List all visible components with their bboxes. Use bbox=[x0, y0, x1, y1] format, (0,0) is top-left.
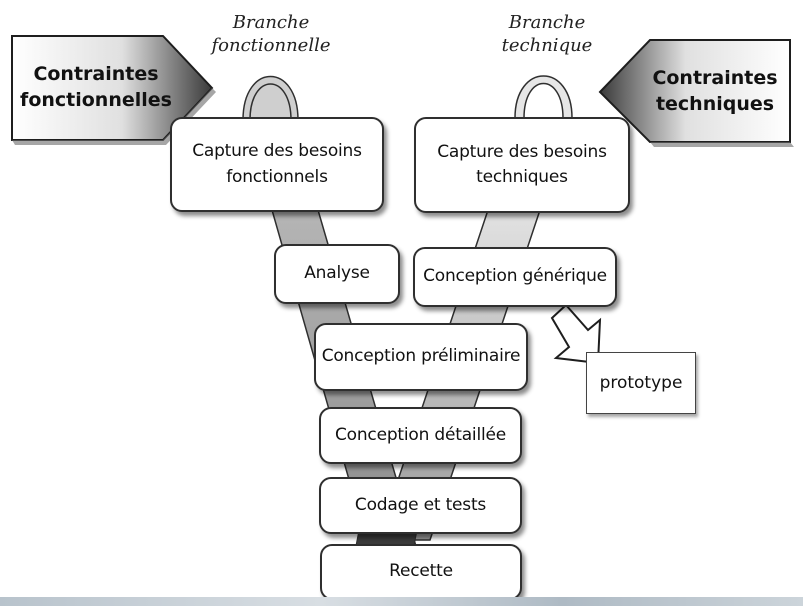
bottom-border-strip bbox=[0, 597, 803, 606]
right-constraint-line-2: techniques bbox=[655, 93, 775, 115]
step-conception-detaillee-label: Conception détaillée bbox=[334, 424, 507, 445]
left-constraint-line-2: fonctionnelles bbox=[20, 89, 172, 111]
step-capture-techniques-line-2: techniques bbox=[476, 167, 568, 187]
step-analyse: Analyse bbox=[274, 244, 400, 304]
step-recette: Recette bbox=[320, 544, 522, 600]
right-branch-label: Branche technique bbox=[492, 12, 602, 57]
step-capture-fonctionnels-line-1: Capture des besoins bbox=[192, 141, 362, 161]
step-conception-detaillee: Conception détaillée bbox=[319, 407, 522, 464]
prototype-label: prototype bbox=[599, 373, 683, 393]
left-constraint-label: Contraintes fonctionnelles bbox=[20, 46, 172, 130]
right-branch-label-line-2: technique bbox=[501, 34, 593, 56]
step-capture-besoins-fonctionnels: Capture des besoins fonctionnels bbox=[170, 117, 384, 212]
left-constraint-line-1: Contraintes bbox=[33, 63, 159, 86]
step-analyse-label: Analyse bbox=[304, 263, 370, 284]
right-constraint-arrow bbox=[598, 39, 794, 147]
left-branch-label-line-1: Branche bbox=[232, 12, 310, 33]
step-capture-fonctionnels-line-2: fonctionnels bbox=[226, 166, 328, 187]
left-branch-label-line-2: fonctionnelle bbox=[211, 34, 331, 56]
step-conception-generique-label: Conception générique bbox=[423, 266, 607, 287]
right-constraint-line-1: Contraintes bbox=[652, 67, 778, 90]
left-branch-label: Branche fonctionnelle bbox=[206, 12, 336, 57]
step-conception-generique: Conception générique bbox=[413, 247, 617, 307]
prototype-arrow bbox=[550, 303, 602, 365]
step-conception-preliminaire: Conception préliminaire bbox=[314, 323, 528, 391]
left-constraint-arrow bbox=[11, 35, 216, 145]
step-conception-preliminaire-label: Conception préliminaire bbox=[321, 346, 521, 367]
prototype-box: prototype bbox=[586, 352, 696, 414]
step-capture-besoins-techniques: Capture des besoins techniques bbox=[414, 117, 630, 213]
right-constraint-label: Contraintes techniques bbox=[640, 50, 790, 134]
right-branch-label-line-1: Branche bbox=[508, 12, 586, 33]
step-codage-tests: Codage et tests bbox=[319, 477, 522, 534]
step-codage-tests-label: Codage et tests bbox=[354, 494, 487, 515]
step-recette-label: Recette bbox=[389, 561, 453, 582]
step-capture-techniques-line-1: Capture des besoins bbox=[437, 141, 607, 162]
